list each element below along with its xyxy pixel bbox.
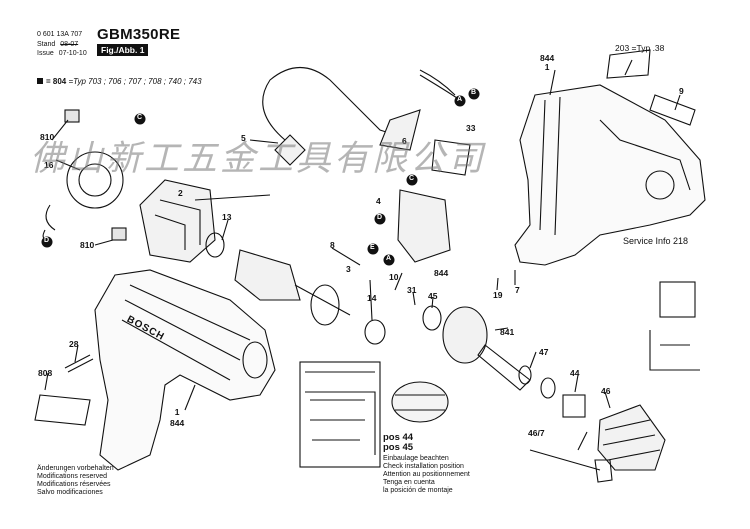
watermark-text: 佛山新工五金工具有限公司	[30, 139, 487, 179]
label-44: 44	[570, 368, 580, 378]
callout-a-switch: A	[386, 255, 392, 262]
model-title: GBM350RE	[97, 26, 181, 43]
label-808: 808	[38, 368, 53, 378]
change-note: Modifications reserved	[37, 473, 108, 480]
issue-label: Issue 07-10-10	[37, 50, 87, 58]
type-list: =Typ 703 ; 706 ; 707 ; 708 ; 740 ; 743	[68, 77, 202, 86]
figure-badge: Fig./Abb. 1	[97, 44, 149, 56]
label-841: 841	[500, 327, 515, 337]
label-7: 7	[515, 285, 520, 295]
power-cable-shape	[262, 67, 396, 141]
stand-label-text: Stand	[37, 41, 56, 48]
label-8: 8	[330, 240, 335, 250]
label-810-bottom: 810	[80, 240, 95, 250]
stand-value: 08-07	[60, 41, 79, 48]
callout-c-switch: C	[409, 175, 415, 182]
type-line: = 804 =Typ 703 ; 706 ; 707 ; 708 ; 740 ;…	[37, 77, 202, 86]
callout-d: D	[44, 237, 50, 244]
stand-label: Stand 08-07	[37, 41, 78, 49]
label-46-7: 46/7	[528, 428, 545, 438]
part-number: 0 601 13A 707	[37, 31, 83, 38]
label-45: 45	[428, 291, 438, 301]
chuck-shape	[597, 404, 666, 471]
callout-e: E	[370, 244, 375, 251]
label-31: 31	[407, 285, 417, 295]
install-note: Einbaulage beachten	[383, 455, 449, 462]
label-19: 19	[493, 290, 503, 300]
install-notes: Einbaulage beachten Check installation p…	[383, 455, 470, 495]
pos-labels: pos 44 pos 45	[383, 433, 413, 453]
service-info: Service Info 218	[623, 236, 689, 246]
stator-shape	[139, 179, 216, 263]
label-14: 14	[367, 293, 377, 303]
switch-shape	[397, 189, 451, 263]
label-28: 28	[69, 339, 79, 349]
label-6: 6	[402, 136, 407, 146]
label-3: 3	[346, 264, 351, 274]
issue-label-text: Issue	[37, 50, 54, 57]
square-bullet-icon	[37, 78, 43, 84]
housing-left-shape	[94, 269, 276, 471]
label-46: 46	[601, 386, 611, 396]
label-9: 9	[679, 86, 684, 96]
issue-value: 07-10-10	[58, 50, 87, 57]
callout-markers	[41, 88, 480, 266]
change-notes: Änderungen vorbehalten Modifications res…	[37, 465, 114, 497]
label-47: 47	[539, 347, 549, 357]
label-16: 16	[44, 160, 54, 170]
type-ref: = 804	[46, 77, 67, 86]
callout-a: A	[457, 96, 463, 103]
label-844-mid: 844	[434, 268, 449, 278]
change-note: Änderungen vorbehalten	[37, 465, 114, 472]
callout-b: B	[471, 89, 477, 96]
label-203: 203 =Typ .38	[615, 43, 665, 53]
pos-44: pos 44	[383, 432, 414, 443]
label-10: 10	[389, 272, 399, 282]
callout-c: C	[137, 114, 143, 121]
label-4: 4	[376, 196, 381, 206]
housing-right-shape	[514, 84, 706, 266]
label-2: 2	[178, 188, 183, 198]
change-note: Salvo modificaciones	[37, 489, 103, 496]
install-note: la posición de montaje	[383, 487, 453, 494]
install-note: Tenga en cuenta	[383, 479, 435, 486]
armature-shape	[234, 249, 301, 301]
label-13: 13	[222, 212, 232, 222]
change-note: Modifications réservées	[37, 481, 111, 488]
label-33: 33	[466, 123, 476, 133]
install-note: Check installation position	[383, 463, 464, 470]
gear-shape	[442, 306, 488, 364]
callout-d-switch: D	[377, 214, 383, 221]
install-note: Attention au positionnement	[383, 471, 470, 478]
pos-45: pos 45	[383, 442, 414, 453]
label-810-top: 810	[40, 132, 55, 142]
label-5: 5	[241, 133, 246, 143]
